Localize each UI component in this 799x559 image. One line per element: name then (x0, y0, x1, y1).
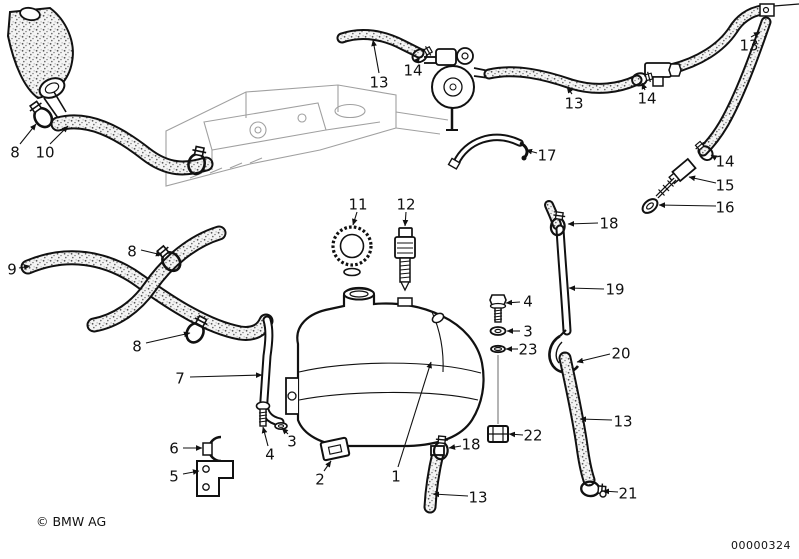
thermostat-housing-drawing (6, 6, 74, 119)
bolt-4-drawing (489, 294, 507, 323)
strap-17-drawing (447, 133, 529, 170)
callout-label-8[interactable]: 8 (10, 144, 20, 162)
union-15-drawing (655, 157, 697, 199)
callout-label-13[interactable]: 13 (564, 95, 583, 113)
callout-leader-13 (750, 31, 761, 38)
callout-leader-15 (688, 175, 717, 184)
callout-label-8[interactable]: 8 (132, 338, 142, 356)
callout-leader-5 (182, 469, 200, 475)
callout-leader-13 (579, 416, 613, 423)
callout-label-14[interactable]: 14 (637, 90, 656, 108)
callout-leader-4 (505, 299, 521, 306)
callout-label-13[interactable]: 13 (739, 37, 758, 55)
callout-leader-20 (576, 353, 611, 364)
clamp-screw-icon (599, 490, 607, 498)
callout-leader-11 (352, 211, 358, 226)
callout-label-14[interactable]: 14 (715, 153, 734, 171)
callout-leader-18 (567, 220, 599, 227)
level-sensor-12-drawing (394, 227, 416, 292)
clip-22-drawing (487, 425, 509, 443)
callout-leader-17 (525, 148, 538, 155)
crossover-hose-drawing (86, 225, 227, 333)
callout-label-17[interactable]: 17 (537, 147, 556, 165)
callout-leader-13 (566, 86, 573, 95)
callout-label-13[interactable]: 13 (468, 489, 487, 507)
callout-label-14[interactable]: 14 (403, 62, 422, 80)
callout-leader-2 (323, 460, 332, 472)
callout-leader-4 (261, 426, 269, 447)
callout-label-5[interactable]: 5 (169, 468, 179, 486)
callout-label-19[interactable]: 19 (605, 281, 624, 299)
callout-leader-8 (19, 123, 37, 145)
callout-label-7[interactable]: 7 (175, 370, 185, 388)
callout-label-9[interactable]: 9 (7, 261, 17, 279)
overflow-pipe-19-drawing (544, 200, 572, 336)
pipe-7-drawing (259, 315, 285, 427)
callout-label-2[interactable]: 2 (315, 471, 325, 489)
hose-10-drawing (50, 114, 214, 176)
callout-label-3[interactable]: 3 (523, 323, 533, 341)
callout-leader-16 (658, 202, 717, 208)
clamp-6-drawing (202, 435, 222, 463)
callout-label-15[interactable]: 15 (715, 177, 734, 195)
callout-leader-8 (145, 331, 191, 344)
callout-leader-7 (189, 372, 263, 379)
callout-leader-12 (402, 211, 409, 227)
washer-3-drawing (489, 326, 507, 336)
callout-leader-10 (49, 125, 69, 145)
seal-ring-16-drawing (641, 198, 659, 214)
corner-bracket-drawing (759, 3, 799, 17)
bolt-4-lower-drawing (255, 401, 271, 427)
callout-label-13[interactable]: 13 (369, 74, 388, 92)
callout-label-16[interactable]: 16 (715, 199, 734, 217)
filler-cap-11-drawing (331, 225, 373, 277)
callout-leader-14 (413, 56, 421, 64)
washer-3-lower-drawing (274, 421, 288, 430)
callout-label-18[interactable]: 18 (599, 215, 618, 233)
callout-leader-3 (281, 427, 289, 435)
callout-leader-14 (710, 154, 718, 161)
ring-23-drawing (490, 344, 506, 354)
callout-label-1[interactable]: 1 (391, 468, 401, 486)
callout-leader-18 (448, 444, 462, 450)
vent-hoses-13-drawing (336, 4, 772, 157)
callout-leader-19 (568, 285, 605, 292)
callout-leader-9 (18, 264, 31, 270)
callout-label-4[interactable]: 4 (523, 293, 533, 311)
callout-leader-13 (371, 39, 380, 74)
callout-label-22[interactable]: 22 (523, 427, 542, 445)
copyright-text: © BMW AG (36, 514, 107, 529)
callout-leader-1 (397, 361, 432, 468)
callout-label-8[interactable]: 8 (127, 243, 137, 261)
callout-label-13[interactable]: 13 (613, 413, 632, 431)
bracket-5-drawing (196, 460, 234, 497)
callout-leader-22 (508, 431, 524, 438)
callout-label-23[interactable]: 23 (518, 341, 537, 359)
image-number-text: 00000324 (731, 539, 791, 552)
callout-label-18[interactable]: 18 (461, 436, 480, 454)
callout-label-6[interactable]: 6 (169, 440, 179, 458)
callout-label-11[interactable]: 11 (348, 196, 367, 214)
bracket-2-drawing (319, 436, 351, 462)
expansion-tank-drawing (285, 286, 485, 456)
callout-label-21[interactable]: 21 (618, 485, 637, 503)
callout-label-12[interactable]: 12 (396, 196, 415, 214)
callout-leader-21 (602, 488, 619, 495)
callout-label-4[interactable]: 4 (265, 446, 275, 464)
callout-leader-13 (432, 491, 469, 498)
callout-label-10[interactable]: 10 (35, 144, 54, 162)
hose-9-drawing (20, 250, 274, 341)
callout-label-3[interactable]: 3 (287, 433, 297, 451)
callout-label-20[interactable]: 20 (611, 345, 630, 363)
callout-leader-14 (641, 82, 648, 91)
callout-leader-8 (140, 249, 163, 257)
